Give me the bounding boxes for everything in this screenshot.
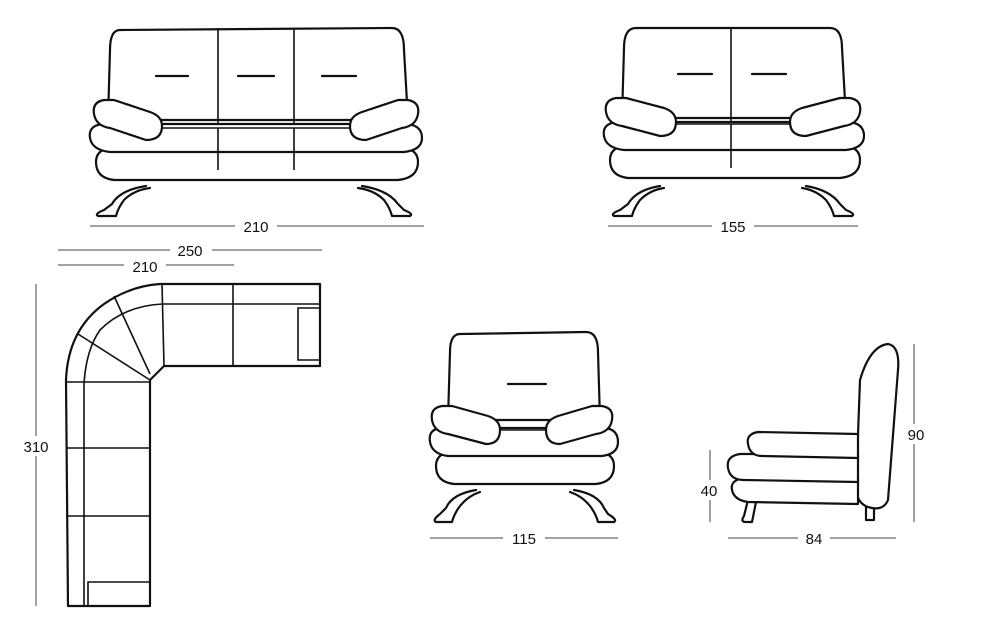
armchair-side-view: 90 40 84 <box>692 342 934 548</box>
side-backrest <box>854 342 900 510</box>
side-depth-mask <box>798 528 830 548</box>
sofa3-width-label: 210 <box>243 219 268 236</box>
corner-outer-width-mask <box>170 240 212 260</box>
sofa3-backrest <box>106 26 410 122</box>
armchair-width-label: 115 <box>512 531 536 548</box>
armchair-front-view: 115 <box>428 330 620 548</box>
sofa3-armrest-left <box>92 98 164 142</box>
sofa2-armrest-left <box>604 96 678 138</box>
side-leg-back <box>864 502 876 522</box>
sofa2-width-label: 155 <box>720 219 745 236</box>
sofa3-base-cushion <box>94 146 420 182</box>
armchair-base-cushion <box>434 450 616 486</box>
corner-armrest-bottom <box>87 581 150 606</box>
sofa3-armrest-right <box>348 98 420 142</box>
corner-sofa-top-view: 250 210 310 <box>16 240 322 608</box>
corner-seam-1 <box>161 283 165 367</box>
armchair-backrest <box>446 330 602 422</box>
corner-seam-2 <box>113 295 151 375</box>
corner-outer-width-label: 250 <box>177 243 202 260</box>
corner-inner-width-mask <box>124 256 166 276</box>
sofa3-dimension-mask <box>235 216 277 236</box>
sofa-2-seat-front-view: 155 <box>602 26 866 236</box>
corner-length-label: 310 <box>23 439 48 456</box>
sofa3-seat-cushion <box>88 122 424 154</box>
side-leg-front <box>741 498 758 524</box>
armchair-leg-left <box>433 488 482 524</box>
corner-outer-outline <box>64 282 322 608</box>
side-seat-height-label: 40 <box>701 483 718 500</box>
side-seat-height-mask <box>692 480 728 500</box>
corner-seam-3 <box>77 333 151 381</box>
sofa2-base-cushion <box>608 144 862 180</box>
corner-inner-width-label: 210 <box>132 259 157 276</box>
side-depth-label: 84 <box>806 531 823 548</box>
side-armrest <box>746 430 860 460</box>
sofa3-leg-right <box>356 184 413 218</box>
corner-back-line <box>83 303 320 606</box>
armchair-leg-right <box>568 488 617 524</box>
sofa-3-seat-front-view: 210 <box>88 26 424 236</box>
corner-armrest-right <box>297 307 320 361</box>
armchair-armrest-left <box>430 404 502 446</box>
side-base-cushion <box>730 476 860 506</box>
sofa3-leg-left <box>95 184 152 218</box>
sofa2-armrest-right <box>788 96 862 138</box>
sofa2-leg-left <box>611 184 666 218</box>
side-height-label: 90 <box>908 427 925 444</box>
armchair-armrest-right <box>544 404 614 446</box>
armchair-dimension-mask <box>503 528 545 548</box>
sofa2-leg-right <box>800 184 855 218</box>
side-height-mask <box>898 424 934 444</box>
sofa2-dimension-mask <box>712 216 754 236</box>
side-seat-cushion <box>726 452 860 484</box>
corner-length-mask <box>16 436 56 456</box>
